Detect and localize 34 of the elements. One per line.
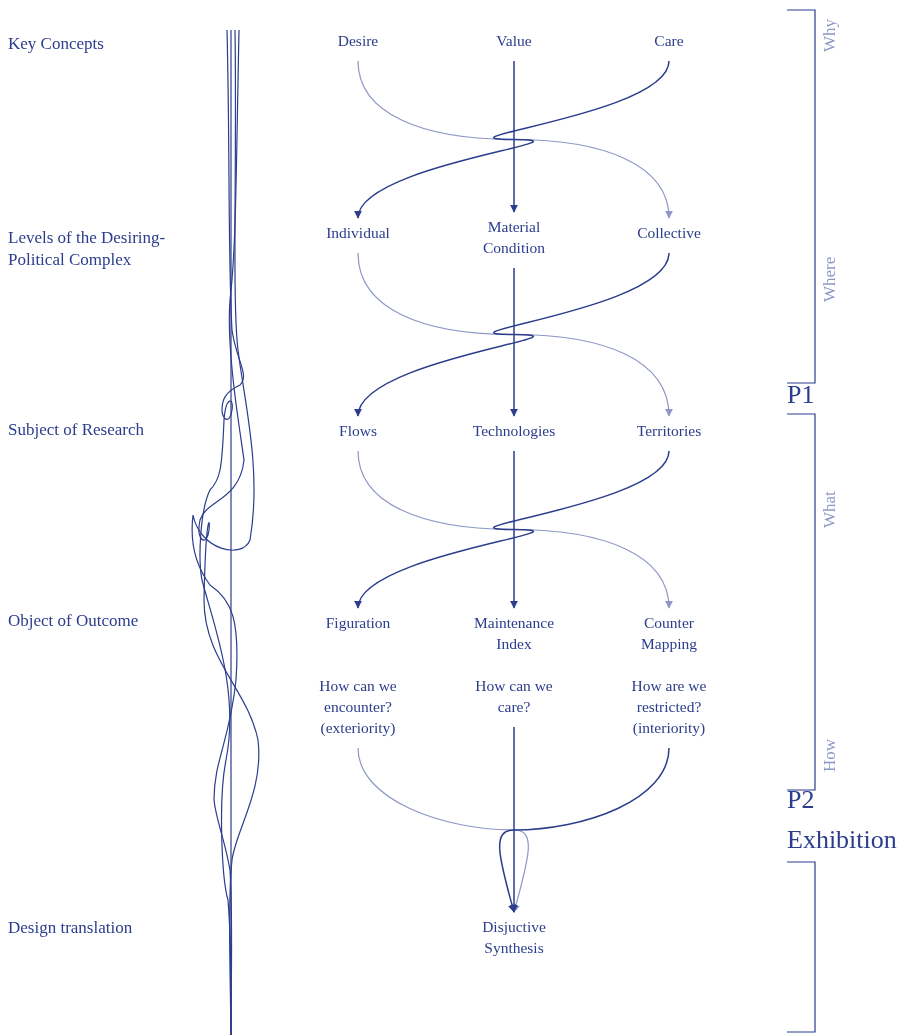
concept-label: Counter Mapping <box>619 612 719 654</box>
row-heading: Levels of the Desiring-Political Complex <box>8 227 167 271</box>
concept-label: Desire <box>337 30 379 51</box>
concept-label: Collective <box>637 222 701 243</box>
concept-label: How are we restricted? (interiority) <box>619 675 719 738</box>
concept-label: Flows <box>339 420 377 441</box>
concept-label: How can we encounter? (exteriority) <box>308 675 408 738</box>
row-heading: Design translation <box>8 917 133 939</box>
question-word: Why <box>820 18 840 52</box>
row-heading: Key Concepts <box>8 33 104 55</box>
row-heading: Subject of Research <box>8 419 144 441</box>
arrow <box>510 726 518 913</box>
phase-label: Exhibition <box>787 825 897 855</box>
arrow <box>510 450 518 609</box>
concept-label: Figuration <box>325 612 391 633</box>
concept-label: Maintenance Index <box>464 612 564 654</box>
arrow <box>499 747 670 913</box>
arrow <box>510 267 518 417</box>
arrow <box>510 60 518 213</box>
question-word: What <box>820 491 840 528</box>
phase-label: P2 <box>787 785 815 815</box>
concept-label: Disjuctive Synthesis <box>464 916 564 958</box>
question-word: Where <box>820 256 840 302</box>
concept-label: Value <box>496 30 532 51</box>
row-heading: Object of Outcome <box>8 610 139 632</box>
concept-label: Technologies <box>472 420 556 441</box>
concept-label: How can we care? <box>464 675 564 717</box>
arrow <box>357 747 529 913</box>
phase-label: P1 <box>787 380 815 410</box>
concept-label: Individual <box>326 222 390 243</box>
concept-label: Material Condition <box>464 216 564 258</box>
concept-label: Territories <box>636 420 702 441</box>
concept-label: Care <box>654 30 684 51</box>
question-word: How <box>820 738 840 772</box>
